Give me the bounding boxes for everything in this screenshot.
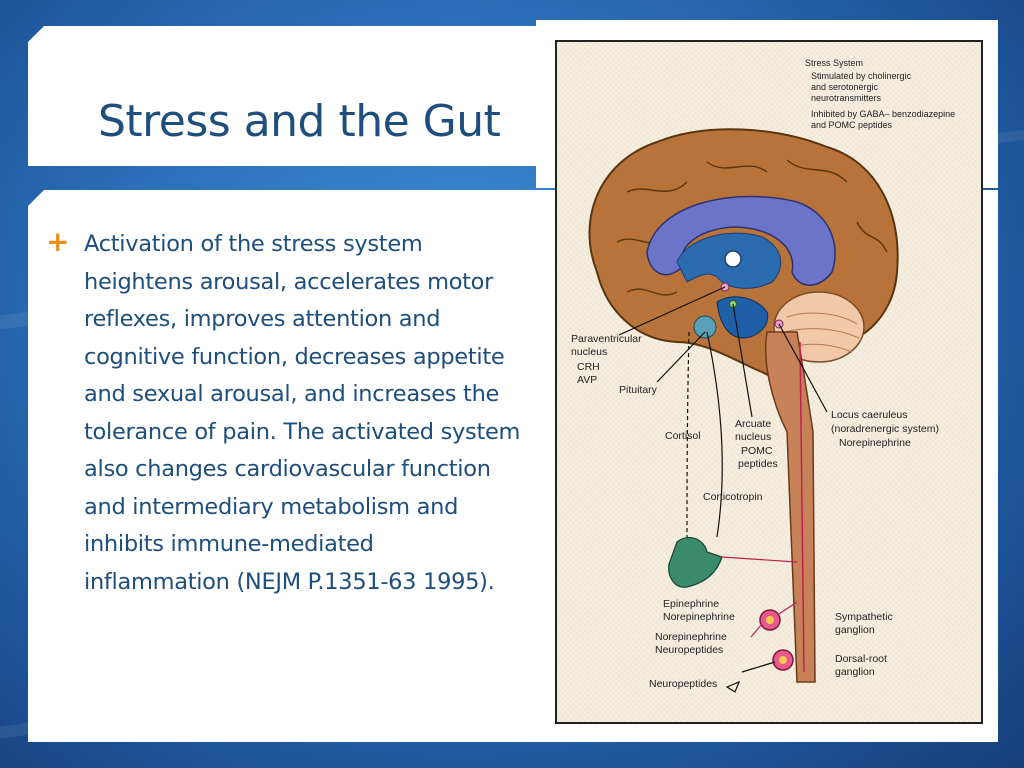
legend-line: Stimulated by cholinergic [811,71,912,81]
bullet-text: Activation of the stress system heighten… [84,231,521,595]
label-arcuate-nucleus: nucleus [735,431,771,443]
brain-diagram: Stress System Stimulated by cholinergic … [571,58,955,693]
label-dorsal-ganglion: ganglion [835,666,875,678]
label-neuropeptides-ganglion: Neuropeptides [655,644,723,656]
sympathetic-ganglion-core [766,616,774,624]
label-crh: CRH [577,361,600,373]
label-norepinephrine-ganglion: Norepinephrine [655,631,727,643]
label-nucleus: nucleus [571,346,607,358]
label-sympathetic: Sympathetic [835,611,893,623]
hypothalamus-shape [716,296,769,339]
label-corticotropin: Corticotropin [703,491,763,503]
label-peptides: peptides [738,458,778,470]
label-avp: AVP [577,374,597,386]
pituitary-gland [693,315,717,339]
label-pomc: POMC [741,445,773,457]
label-noradrenergic: (noradrenergic system) [831,423,939,435]
label-cortisol: Cortisol [665,430,701,442]
thalamus-marker [724,250,742,268]
adrenal-gland [668,537,723,588]
label-neuropeptides: Neuropeptides [649,678,717,690]
legend-heading: Stress System [805,58,863,68]
legend-line: and serotonergic [811,82,879,92]
dorsal-root-ganglion-core [779,656,787,664]
label-arcuate: Arcuate [735,418,771,430]
label-locus-caeruleus: Locus caeruleus [831,409,907,421]
legend-line: and POMC peptides [811,120,893,130]
pointer-lines [618,286,828,693]
label-dorsal-root: Dorsal-root [835,653,887,665]
label-pituitary: Pituitary [619,384,658,396]
bullet-plus-icon: + [46,225,70,258]
legend-line: Inhibited by GABA– benzodiazepine [811,109,955,119]
label-norepinephrine-locus: Norepinephrine [839,437,911,449]
label-sympathetic-ganglion: ganglion [835,624,875,636]
slide-title: Stress and the Gut [98,96,501,147]
noradrenergic-tract [799,341,805,673]
label-norepinephrine-adrenal: Norepinephrine [663,611,735,623]
label-epinephrine: Epinephrine [663,598,719,610]
legend-line: neurotransmitters [811,93,882,103]
label-paraventricular: Paraventricular [571,333,642,345]
cortex-folds [616,159,888,296]
title-panel [28,26,548,166]
stress-system-figure: Stress System Stimulated by cholinergic … [555,40,983,724]
